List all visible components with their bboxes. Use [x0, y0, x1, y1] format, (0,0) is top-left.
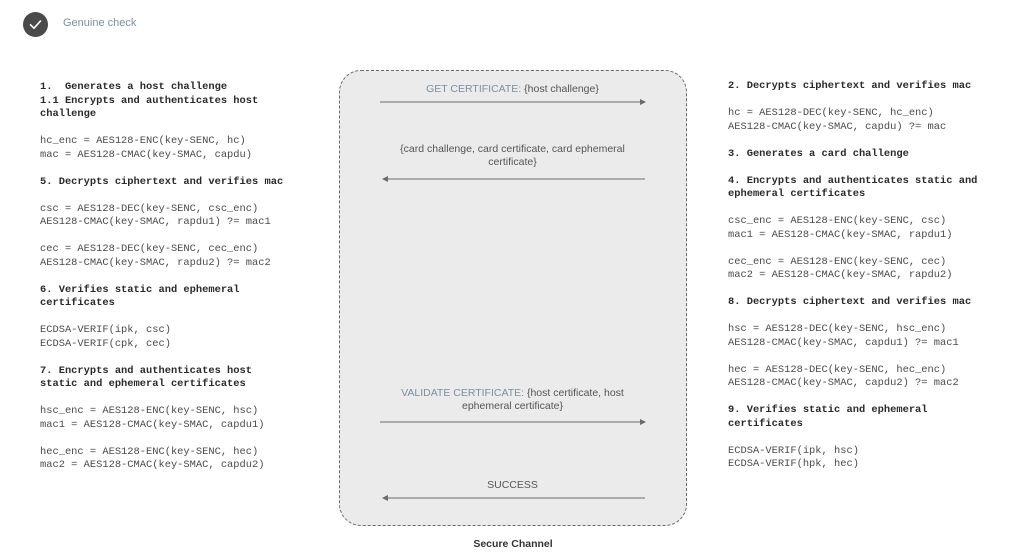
card-steps: 2. Decrypts ciphertext and verifies mac h… — [728, 80, 1013, 472]
step-title-line: certificates — [40, 297, 115, 309]
step-code-line: AES128-CMAC(key-SMAC, rapdu1) ?= mac1 — [40, 216, 271, 228]
step-title-line: static and ephemeral certificates — [40, 378, 246, 390]
message-success: SUCCESS — [487, 479, 538, 491]
page-title: Genuine check — [63, 17, 137, 29]
step-title-line: 1. Generates a host challenge — [40, 81, 228, 93]
step-title-line: certificates — [728, 417, 803, 430]
step-title-line: 8. Decrypts ciphertext and verifies mac — [728, 296, 972, 308]
step-code-line: AES128-CMAC(key-SMAC, capdu2) ?= mac2 — [728, 377, 959, 389]
step-title-line: 4. Encrypts and authenticates static and — [728, 174, 978, 187]
step-title-line: ephemeral certificates — [728, 188, 866, 200]
secure-channel-label: Secure Channel — [473, 538, 553, 550]
step-code-line: mac2 = AES128-CMAC(key-SMAC, capdu2) — [40, 459, 265, 471]
message-validate-certificate: VALIDATE CERTIFICATE: {host certificate,… — [360, 387, 665, 413]
step-code-line: hc = AES128-DEC(key-SENC, hc_enc) — [728, 107, 934, 119]
step-code-line: hec_enc = AES128-ENC(key-SENC, hec) — [40, 445, 259, 458]
step-code-line: csc = AES128-DEC(key-SENC, csc_enc) — [40, 202, 259, 215]
step-code-line: hec = AES128-DEC(key-SENC, hec_enc) — [728, 363, 947, 376]
step-code-line: hsc = AES128-DEC(key-SENC, hsc_enc) — [728, 323, 947, 335]
step-title-line: 9. Verifies static and ephemeral — [728, 404, 928, 416]
step-title-line: 3. Generates a card challenge — [728, 147, 909, 160]
step-code-line: hsc_enc = AES128-ENC(key-SENC, hsc) — [40, 405, 259, 417]
step-code-line: mac1 = AES128-CMAC(key-SMAC, rapdu1) — [728, 228, 953, 241]
message-card-response: {card challenge, card certificate, card … — [360, 143, 665, 169]
step-code-line: ECDSA-VERIF(ipk, csc) — [40, 324, 171, 336]
step-code-line: mac = AES128-CMAC(key-SMAC, capdu) — [40, 148, 253, 161]
step-code-line: cec = AES128-DEC(key-SENC, cec_enc) — [40, 243, 259, 255]
step-code-line: csc_enc = AES128-ENC(key-SENC, csc) — [728, 215, 947, 227]
step-code-line: mac1 = AES128-CMAC(key-SMAC, capdu1) — [40, 418, 265, 431]
step-title-line: 6. Verifies static and ephemeral — [40, 283, 240, 296]
step-title-line: 1.1 Encrypts and authenticates host — [40, 94, 259, 107]
step-code-line: ECDSA-VERIF(cpk, cec) — [40, 337, 171, 350]
card-response-line-2: certificate} — [488, 156, 537, 168]
step-code-line: mac2 = AES128-CMAC(key-SMAC, rapdu2) — [728, 269, 953, 281]
step-code-line: cec_enc = AES128-ENC(key-SENC, cec) — [728, 255, 947, 268]
step-code-line: AES128-CMAC(key-SMAC, capdu) ?= mac — [728, 120, 947, 133]
step-code-line: AES128-CMAC(key-SMAC, rapdu2) ?= mac2 — [40, 256, 271, 269]
step-title-line: 2. Decrypts ciphertext and verifies mac — [728, 80, 972, 92]
validate-certificate-payload-2: ephemeral certificate} — [462, 400, 563, 412]
secure-channel-box — [339, 70, 687, 526]
step-code-line: ECDSA-VERIF(ipk, hsc) — [728, 444, 859, 457]
get-certificate-payload: {host challenge} — [521, 83, 599, 95]
message-get-certificate: GET CERTIFICATE: {host challenge} — [360, 83, 665, 96]
step-title-line: challenge — [40, 108, 97, 120]
step-title-line: 5. Decrypts ciphertext and verifies mac — [40, 175, 284, 188]
check-icon — [23, 12, 48, 37]
step-code-line: AES128-CMAC(key-SMAC, capdu1) ?= mac1 — [728, 336, 959, 349]
step-code-line: ECDSA-VERIF(hpk, hec) — [728, 458, 859, 470]
step-code-line: hc_enc = AES128-ENC(key-SENC, hc) — [40, 135, 246, 147]
validate-certificate-payload-1: {host certificate, host — [524, 387, 624, 399]
validate-certificate-command: VALIDATE CERTIFICATE: — [401, 387, 525, 399]
card-response-line-1: {card challenge, card certificate, card … — [400, 143, 625, 155]
step-title-line: 7. Encrypts and authenticates host — [40, 364, 253, 377]
get-certificate-command: GET CERTIFICATE: — [426, 83, 522, 95]
